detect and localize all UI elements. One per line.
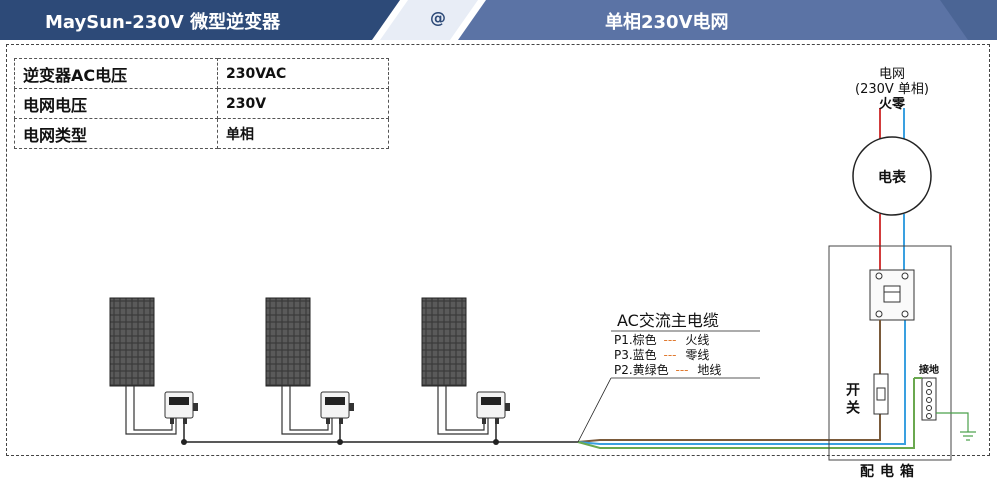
wire-meaning: 零线 <box>685 348 709 362</box>
svg-text:P2.黄绿色 --- 地线: P2.黄绿色 --- 地线 <box>614 362 721 377</box>
header-at-tab <box>380 0 478 40</box>
wire-pin: P2.黄绿色 <box>614 362 669 377</box>
grid-live-neutral-label: 火零 <box>879 97 906 112</box>
switch-label: 开关 <box>844 382 860 418</box>
meter-label: 电表 <box>878 169 907 186</box>
cable-wire-legend: P1.棕色 --- 火线 P3.蓝色 --- 零线 P2.黄绿色 --- 地线 <box>614 332 721 377</box>
svg-text:P1.棕色 --- 火线: P1.棕色 --- 火线 <box>614 332 709 347</box>
wire-pin: P1.棕色 <box>614 332 657 347</box>
distribution-box-label: 配电箱 <box>860 463 920 480</box>
header-right-notch <box>940 0 997 40</box>
spec-table: 逆变器AC电压 230VAC 电网电压 230V 电网类型 单相 <box>14 58 389 149</box>
spec-row: 电网电压 230V <box>14 88 389 119</box>
microinverter-3 <box>476 391 510 424</box>
header-banner <box>0 0 997 40</box>
diagram-frame <box>6 44 990 456</box>
wire-dash: --- <box>676 363 689 377</box>
earth-ground-icon <box>936 412 976 441</box>
microinverter-2 <box>320 391 354 424</box>
header-left-title: MaySun-230V 微型逆变器 <box>45 12 281 33</box>
header-right-tab <box>458 0 997 40</box>
wire-meaning: 地线 <box>697 363 721 377</box>
wire-dash: --- <box>664 333 677 347</box>
ac-trunk-cable <box>181 424 578 445</box>
switch <box>873 373 889 415</box>
header-right-title: 单相230V电网 <box>605 12 729 33</box>
cable-title: AC交流主电缆 <box>617 311 719 330</box>
main-breaker <box>869 269 915 321</box>
wire-meaning: 火线 <box>685 333 709 347</box>
solar-panel-3 <box>421 297 467 387</box>
spec-label: 电网类型 <box>14 118 218 149</box>
wire-dash: --- <box>664 348 677 362</box>
microinverter-1 <box>164 391 198 424</box>
distribution-box <box>828 245 952 461</box>
svg-text:P3.蓝色 --- 零线: P3.蓝色 --- 零线 <box>614 348 709 362</box>
header-left-tab <box>0 0 400 40</box>
grid-subtitle: (230V 单相) <box>855 82 929 97</box>
spec-value: 230VAC <box>217 58 389 89</box>
header-connector-symbol: @ <box>430 8 446 27</box>
spec-value: 单相 <box>217 118 389 149</box>
meter-circle <box>852 136 932 216</box>
grid-title: 电网 <box>879 67 905 82</box>
solar-panel-1 <box>109 297 155 387</box>
cable-callout <box>577 330 760 443</box>
wire-pin: P3.蓝色 <box>614 348 657 362</box>
ground-terminal-block <box>921 377 937 421</box>
solar-panel-2 <box>265 297 311 387</box>
ground-label: 接地 <box>919 363 939 376</box>
spec-row: 电网类型 单相 <box>14 118 389 149</box>
spec-label: 电网电压 <box>14 88 218 119</box>
spec-value: 230V <box>217 88 389 119</box>
